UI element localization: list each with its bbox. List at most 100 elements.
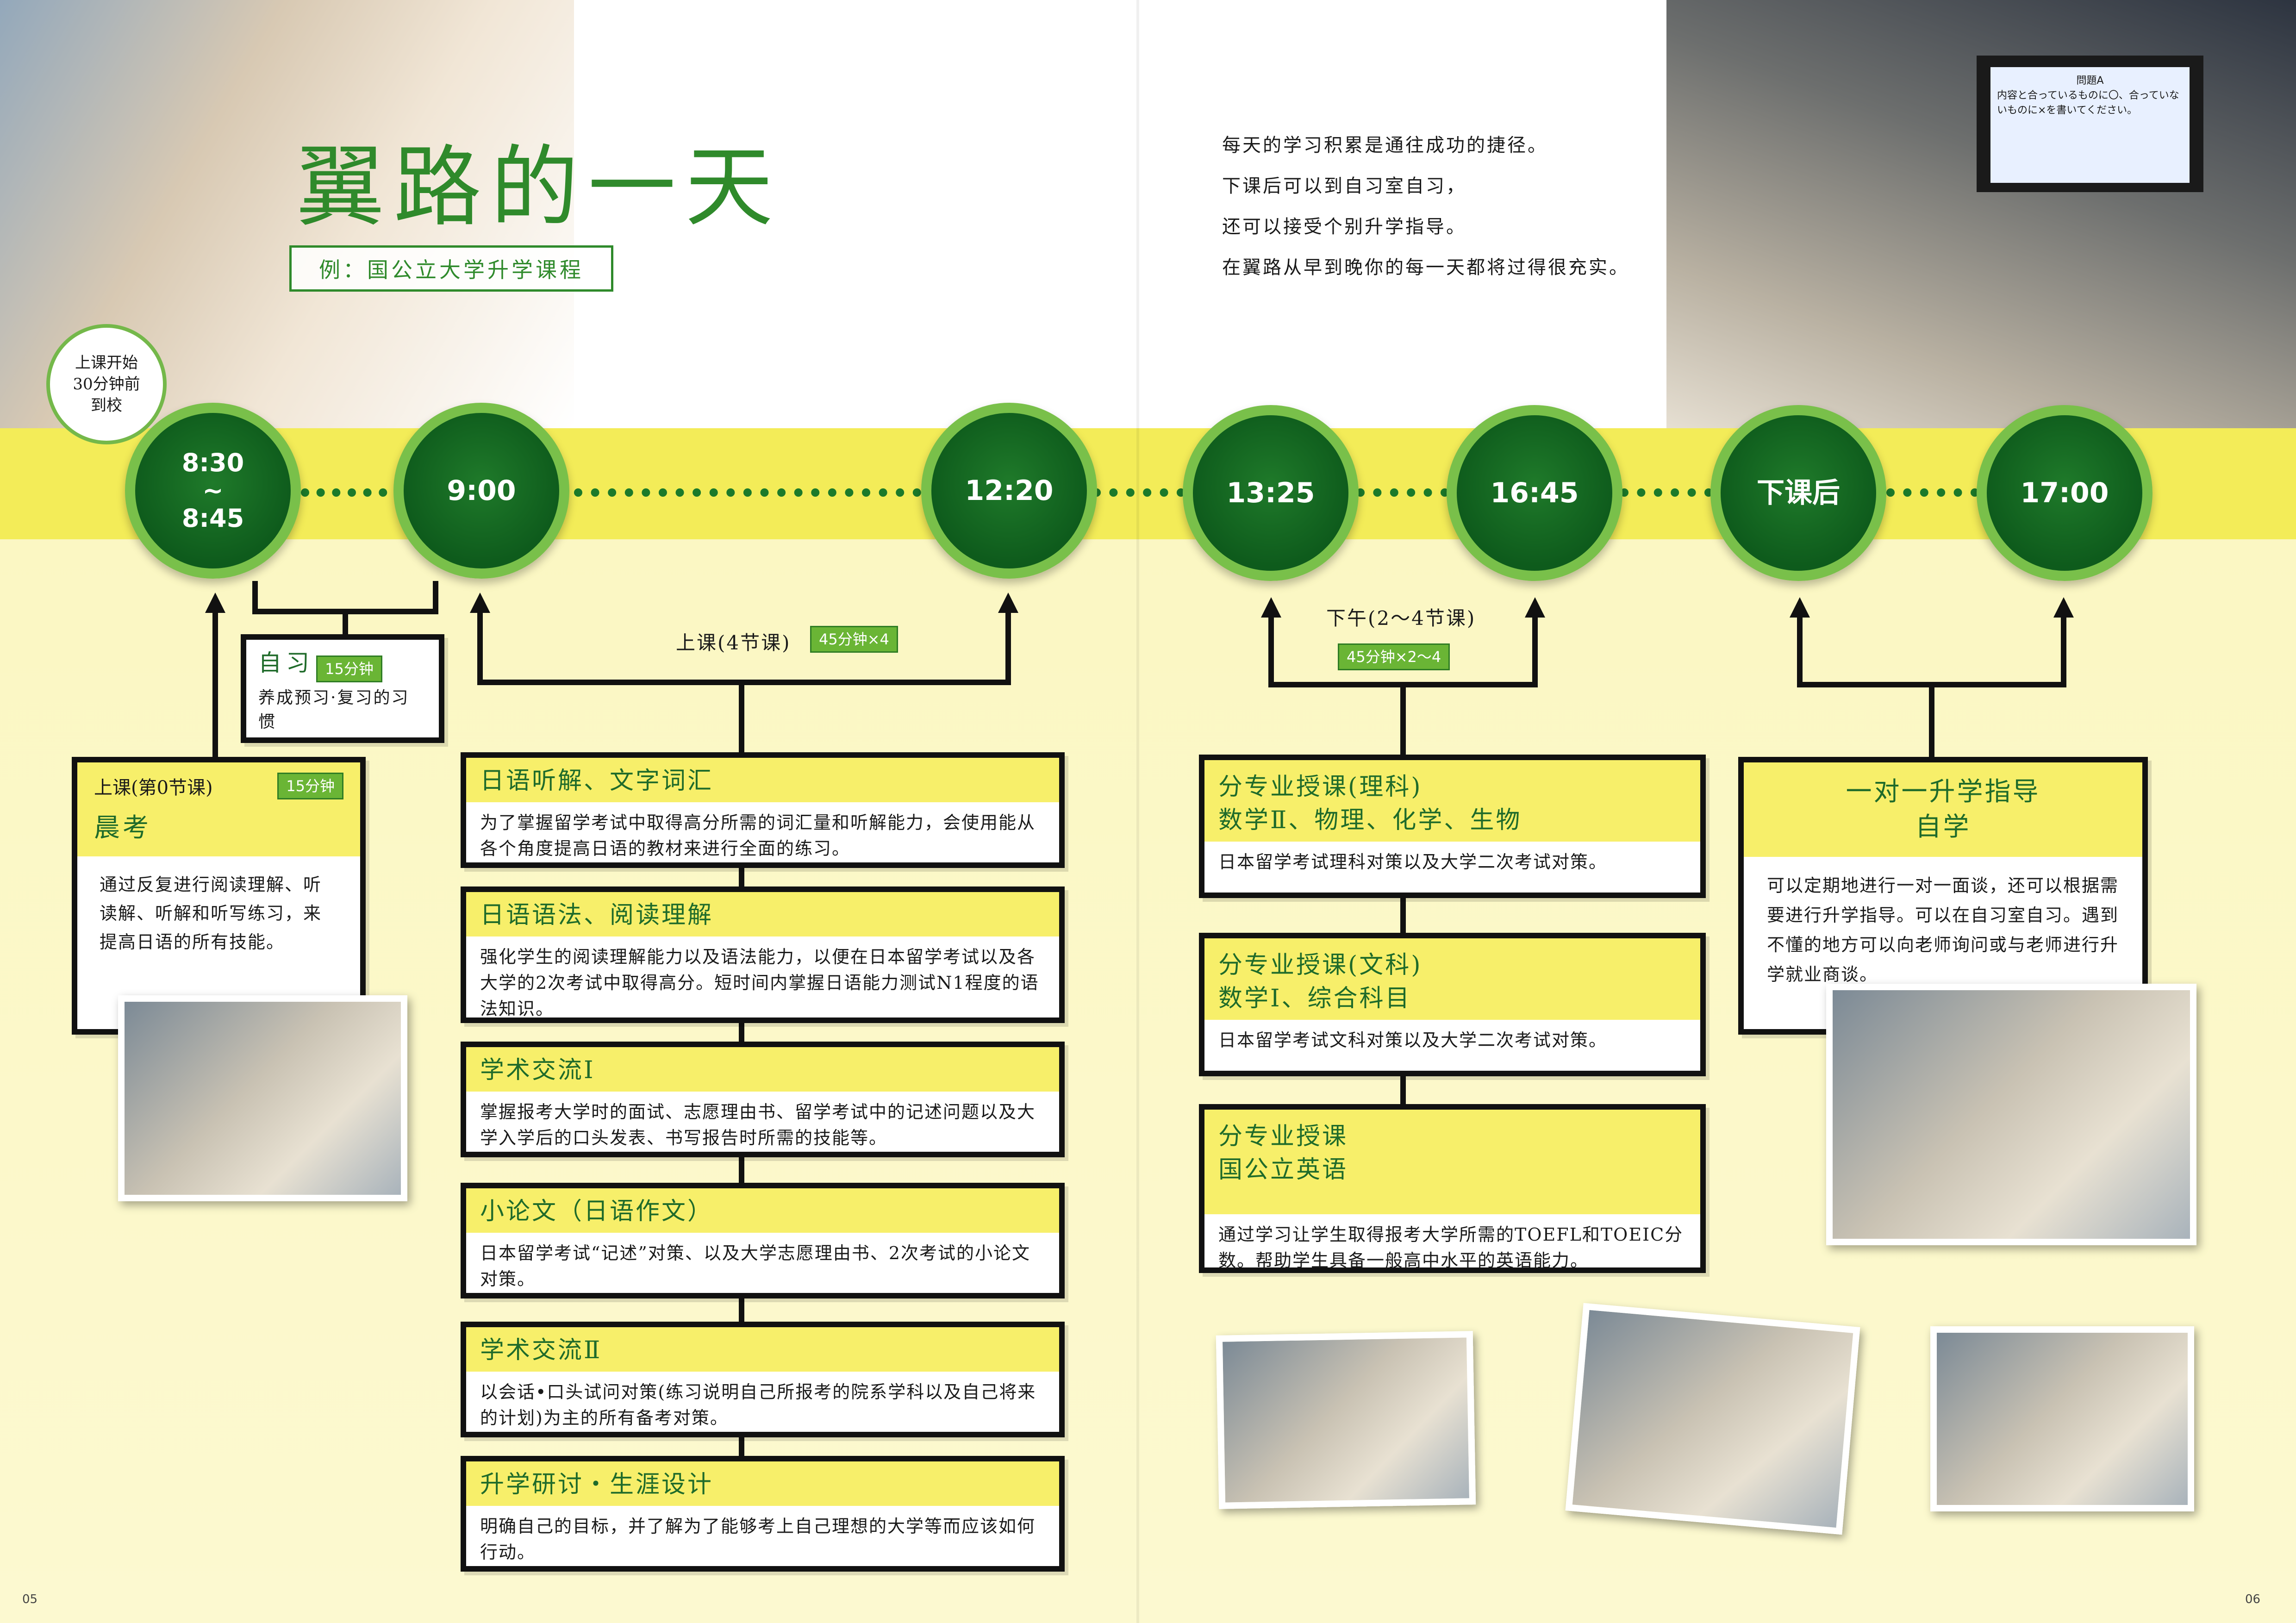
self-study-body: 养成预习·复习的习惯: [258, 688, 410, 731]
timeline-connector: [301, 488, 403, 497]
guidance-title: 一对一升学指导 自学: [1744, 762, 2142, 857]
intro-line: 在翼路从早到晚你的每一天都将过得很充实。: [1222, 257, 1629, 278]
time-circle: 16:45: [1447, 405, 1622, 581]
connector-line: [1005, 611, 1011, 685]
course-title: 学术交流Ⅰ: [466, 1047, 1059, 1092]
self-study-header: 自习 15分钟: [246, 640, 439, 682]
timeline-connector: [1092, 488, 1185, 497]
arrow-up: [470, 593, 490, 613]
major-title-text: 分专业授课(文科): [1218, 951, 1423, 979]
connector-line: [1532, 616, 1538, 687]
page-title: 翼路的一天: [296, 136, 783, 238]
time-circle: 下课后: [1710, 405, 1886, 581]
course-title: 升学研讨・生涯设计: [466, 1461, 1059, 1506]
course-title: 日语听解、文字词汇: [466, 758, 1059, 802]
major-title: 分专业授课(理科) 数学Ⅱ、物理、化学、生物: [1204, 760, 1700, 842]
time-circle: 12:20: [921, 403, 1097, 579]
course-box: 小论文（日语作文） 日本留学考试“记述”对策、以及大学志愿理由书、2次考试的小论…: [461, 1183, 1065, 1298]
course-box: 学术交流Ⅰ 掌握报考大学时的面试、志愿理由书、留学考试中的记述问题以及大学入学后…: [461, 1042, 1065, 1157]
connector-line: [477, 611, 483, 685]
major-body: 通过学习让学生取得报考大学所需的TOEFL和TOEIC分数。帮助学生具备一般高中…: [1218, 1224, 1684, 1271]
intro-line: 每天的学习积累是通往成功的捷径。: [1222, 135, 1548, 156]
study-photo: [118, 995, 407, 1201]
morning-test-box: 上课(第0节课) 15分钟 晨考 通过反复进行阅读理解、听读解、听解和听写练习，…: [72, 757, 366, 1035]
guidance-photo: [1826, 984, 2196, 1245]
page-subtitle: 例：国公立大学升学课程: [289, 245, 613, 292]
major-subject: 数学Ⅰ、综合科目: [1218, 985, 1411, 1012]
major-box: 分专业授课(文科) 数学Ⅰ、综合科目 日本留学考试文科对策以及大学二次考试对策。: [1199, 933, 1706, 1076]
arrow-up: [205, 593, 225, 613]
major-subject: 国公立英语: [1218, 1156, 1348, 1184]
course-title: 小论文（日语作文）: [466, 1188, 1059, 1233]
course-box: 日语听解、文字词汇 为了掌握留学考试中取得高分所需的词汇量和听解能力，会使用能从…: [461, 752, 1065, 868]
connector-line: [1929, 682, 1934, 758]
course-title: 学术交流Ⅱ: [466, 1327, 1059, 1372]
time-circle: 9:00: [393, 403, 569, 579]
intro-text: 每天的学习积累是通往成功的捷径。 下课后可以到自习室自习， 还可以接受个别升学指…: [1222, 125, 1629, 288]
time-circle: 17:00: [1977, 405, 2152, 581]
morning-test-title: 晨考: [94, 813, 151, 843]
major-box: 分专业授课 国公立英语 通过学习让学生取得报考大学所需的TOEFL和TOEIC分…: [1199, 1104, 1706, 1273]
major-title-text: 分专业授课(理科): [1218, 773, 1423, 801]
major-title-text: 分专业授课: [1218, 1123, 1348, 1150]
afternoon-label: 下午(2～4节课): [1326, 607, 1476, 630]
connector-line: [252, 581, 258, 613]
course-body: 强化学生的阅读理解能力以及语法能力，以便在日本留学考试以及各大学的2次考试中取得…: [480, 947, 1039, 1019]
major-body: 日本留学考试理科对策以及大学二次考试对策。: [1218, 852, 1608, 872]
connector-line: [433, 581, 438, 613]
major-body: 日本留学考试文科对策以及大学二次考试对策。: [1218, 1030, 1608, 1050]
afternoon-badge: 45分钟×2～4: [1338, 643, 1450, 670]
screen-line-1: 問題A: [2076, 75, 2104, 87]
arrow-up: [998, 593, 1018, 613]
morning-classes-badge: 45分钟×4: [810, 626, 898, 653]
connector-line: [2061, 616, 2066, 687]
timeline-connector: [1886, 488, 1979, 497]
course-box: 升学研讨・生涯设计 明确自己的目标，并了解为了能够考上自己理想的大学等而应该如何…: [461, 1456, 1065, 1572]
major-box: 分专业授课(理科) 数学Ⅱ、物理、化学、生物 日本留学考试理科对策以及大学二次考…: [1199, 755, 1706, 898]
course-body: 明确自己的目标，并了解为了能够考上自己理想的大学等而应该如何行动。: [480, 1516, 1036, 1562]
arrival-bubble-text: 上课开始 30分钟前 到校: [73, 354, 140, 415]
connector-line: [343, 609, 348, 634]
morning-test-badge: 15分钟: [277, 773, 343, 799]
arrow-up: [2053, 597, 2074, 618]
arrow-up: [1790, 597, 1810, 618]
guidance-body: 可以定期地进行一对一面谈，还可以根据需要进行升学指导。可以在自习室自习。遇到不懂…: [1767, 875, 2119, 985]
arrow-up: [1261, 597, 1281, 618]
arrow-up: [1525, 597, 1545, 618]
morning-test-body: 通过反复进行阅读理解、听读解、听解和听写练习，来提高日语的所有技能。: [100, 874, 322, 952]
screen-line-2: 内容と合っているものに〇、合っていないものに×を書いてください。: [1997, 90, 2179, 116]
time-circle: 13:25: [1183, 405, 1359, 581]
course-box: 学术交流Ⅱ 以会话•口头试问对策(练习说明自己所报考的院系学科以及自己将来的计划…: [461, 1322, 1065, 1437]
major-title: 分专业授课 国公立英语: [1204, 1110, 1700, 1214]
course-body: 掌握报考大学时的面试、志愿理由书、留学考试中的记述问题以及大学入学后的口头发表、…: [480, 1102, 1036, 1148]
intro-line: 下课后可以到自习室自习，: [1222, 175, 1466, 197]
course-title: 日语语法、阅读理解: [466, 892, 1059, 936]
self-study-title: 自习: [258, 649, 314, 676]
course-body: 以会话•口头试问对策(练习说明自己所报考的院系学科以及自己将来的计划)为主的所有…: [480, 1382, 1036, 1428]
lesson-photo: [1565, 1303, 1860, 1535]
course-body: 日本留学考试“记述”对策、以及大学志愿理由书、2次考试的小论文对策。: [480, 1243, 1031, 1289]
arrival-bubble: 上课开始 30分钟前 到校: [46, 324, 167, 444]
page-gutter: [1136, 0, 1139, 1623]
morning-test-label: 上课(第0节课): [94, 777, 213, 799]
intro-line: 还可以接受个别升学指导。: [1222, 216, 1466, 237]
course-box: 日语语法、阅读理解 强化学生的阅读理解能力以及语法能力，以便在日本留学考试以及各…: [461, 886, 1065, 1023]
page-number-left: 05: [22, 1592, 38, 1606]
course-body: 为了掌握留学考试中取得高分所需的词汇量和听解能力，会使用能从各个角度提高日语的教…: [480, 812, 1036, 859]
self-study-box: 自习 15分钟 养成预习·复习的习惯: [241, 634, 444, 743]
connector-line: [212, 611, 218, 762]
self-study-badge: 15分钟: [316, 655, 382, 682]
time-circle: 8:30 ~ 8:45: [125, 403, 301, 579]
timeline-connector: [1356, 488, 1449, 497]
page-number-right: 06: [2245, 1592, 2261, 1606]
connector-line: [1268, 616, 1274, 687]
major-title: 分专业授课(文科) 数学Ⅰ、综合科目: [1204, 938, 1700, 1020]
morning-test-header: 上课(第0节课) 15分钟 晨考: [77, 762, 360, 856]
timeline-connector: [574, 488, 921, 497]
connector-line: [1797, 616, 1803, 687]
projector-content: 問題A 内容と合っているものに〇、合っていないものに×を書いてください。: [1990, 67, 2190, 183]
timeline-connector: [1620, 488, 1713, 497]
morning-classes-label: 上课(4节课): [676, 631, 791, 654]
timeline-band: [0, 428, 2296, 539]
textbook-photo: [1216, 1331, 1476, 1509]
